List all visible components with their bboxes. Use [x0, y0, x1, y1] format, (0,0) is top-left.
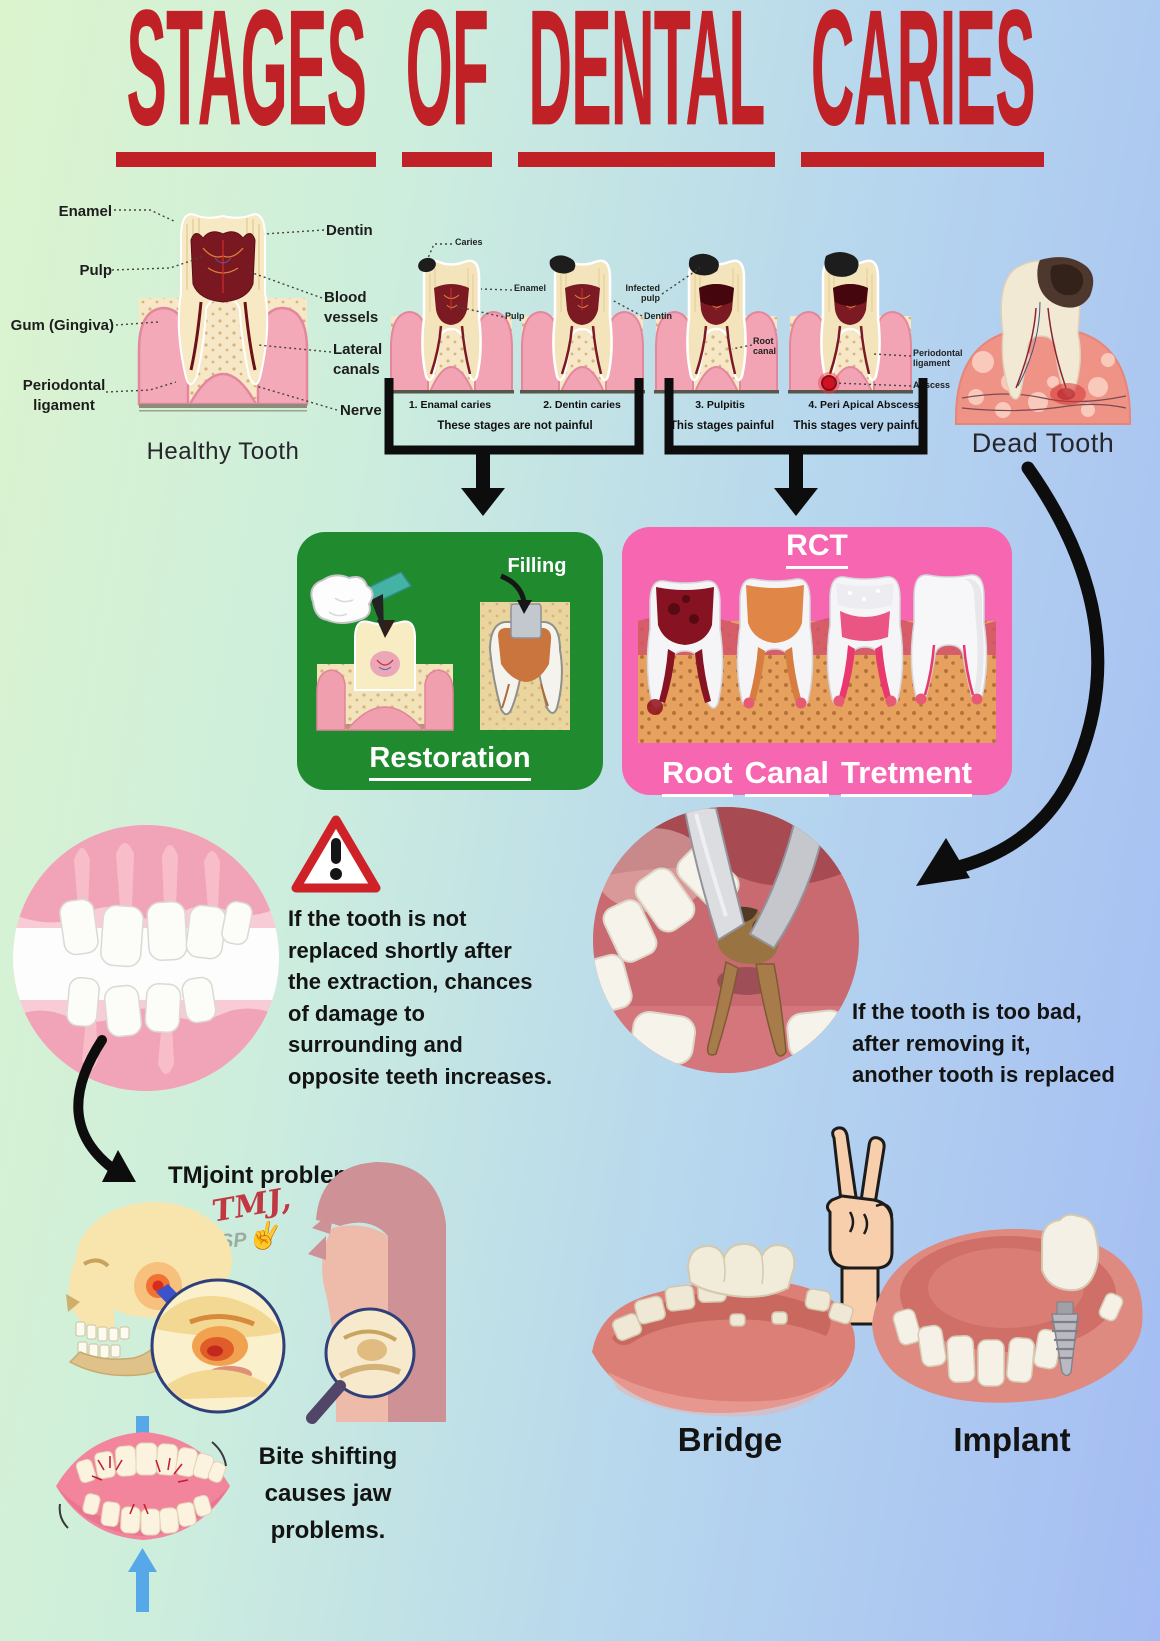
callout-root-canal: Root canal [753, 336, 777, 357]
stage2-dentin-caries-illustration [520, 255, 645, 395]
title-underline [115, 152, 377, 167]
stage4-name: 4. Peri Apical Abscess [808, 399, 920, 411]
stage4-pain-note: This stages very painful [793, 420, 925, 432]
callout-caries: Caries [455, 237, 483, 247]
title-text: OF [405, 0, 489, 160]
callout-dentin: Dentin [644, 311, 672, 321]
bridge-illustration [592, 1242, 856, 1417]
dead-tooth-caption: Dead Tooth [971, 428, 1115, 458]
bridge-unit [686, 1242, 796, 1298]
callout-abscess: Abscess [913, 380, 951, 390]
stage4-abscess-illustration [788, 252, 913, 395]
title-underline [518, 152, 775, 167]
title-word: OF [402, 0, 492, 167]
stage12-pain-note: These stages are not painful [437, 420, 593, 432]
callout-pulp: Pulp [505, 311, 525, 321]
poster-title: STAGES OF DENTAL CARIES [0, 0, 1160, 167]
label-blood-vessels: Blood vessels [324, 289, 379, 327]
rct-heading: RCT [622, 529, 1012, 569]
restoration-illustration [310, 572, 570, 731]
restoration-title: Restoration [297, 742, 603, 781]
stage3-pulpitis-illustration [654, 253, 779, 395]
callout-infected-pulp: Infected pulp [625, 283, 660, 304]
stage2-name: 2. Dentin caries [543, 399, 621, 411]
shifted-teeth-illustration [13, 825, 279, 1091]
title-word: STAGES [115, 0, 377, 167]
healthy-tooth-caption: Healthy Tooth [146, 438, 300, 465]
dead-tooth-illustration [954, 257, 1132, 425]
healthy-tooth-illustration [137, 213, 309, 412]
label-periodontal-ligament: Periodontal ligament [22, 377, 106, 415]
jaw-magnifier-icon [306, 1307, 416, 1424]
stage1-enamel-caries-illustration [389, 257, 514, 395]
bracket-arrows [461, 452, 818, 516]
implant-illustration [872, 1213, 1143, 1403]
stage3-pain-note: This stages painful [669, 420, 775, 432]
label-nerve: Nerve [340, 402, 382, 419]
label-gum: Gum (Gingiva) [10, 317, 114, 334]
extraction-warning-note: If the tooth is not replaced shortly aft… [288, 906, 553, 1089]
peace-hand-icon [825, 1126, 894, 1326]
title-text: CARIES [810, 0, 1035, 160]
restoration-box: Filling Restoration [297, 532, 603, 790]
title-word: CARIES [800, 0, 1045, 167]
callout-periodontal-ligament: Periodontal ligament [913, 348, 963, 369]
rct-box: RCT [622, 527, 1012, 797]
filling-arrow [500, 573, 527, 603]
stage3-name: 3. Pulpitis [695, 399, 745, 411]
implant-screw [1051, 1301, 1079, 1377]
label-enamel: Enamel [58, 203, 112, 220]
title-text: STAGES [126, 0, 367, 160]
stage1-name: 1. Enamal caries [408, 399, 492, 411]
tmj-magnifier-icon [150, 1278, 286, 1414]
title-word: DENTAL [518, 0, 775, 167]
callout-enamel: Enamel [514, 283, 547, 293]
filling-label: Filling [507, 555, 567, 577]
bite-shifting-illustration [56, 1416, 230, 1612]
tooth-extraction-illustration [593, 807, 859, 1073]
label-pulp: Pulp [79, 262, 113, 279]
implant-crown [1041, 1213, 1100, 1292]
title-underline [800, 152, 1045, 167]
tmj-illustration [66, 1162, 446, 1424]
title-underline [402, 152, 492, 167]
rct-illustration [638, 574, 996, 743]
bite-shifting-note: Bite shifting causes jaw problems. [258, 1443, 398, 1544]
label-dentin: Dentin [326, 222, 373, 239]
title-text: DENTAL [528, 0, 765, 160]
bridge-label: Bridge [677, 1421, 783, 1458]
warning-triangle-icon [291, 815, 381, 893]
implant-label: Implant [953, 1421, 1071, 1458]
replacement-note: If the tooth is too bad, after removing … [852, 999, 1115, 1087]
label-lateral-canals: Lateral canals [333, 341, 383, 379]
